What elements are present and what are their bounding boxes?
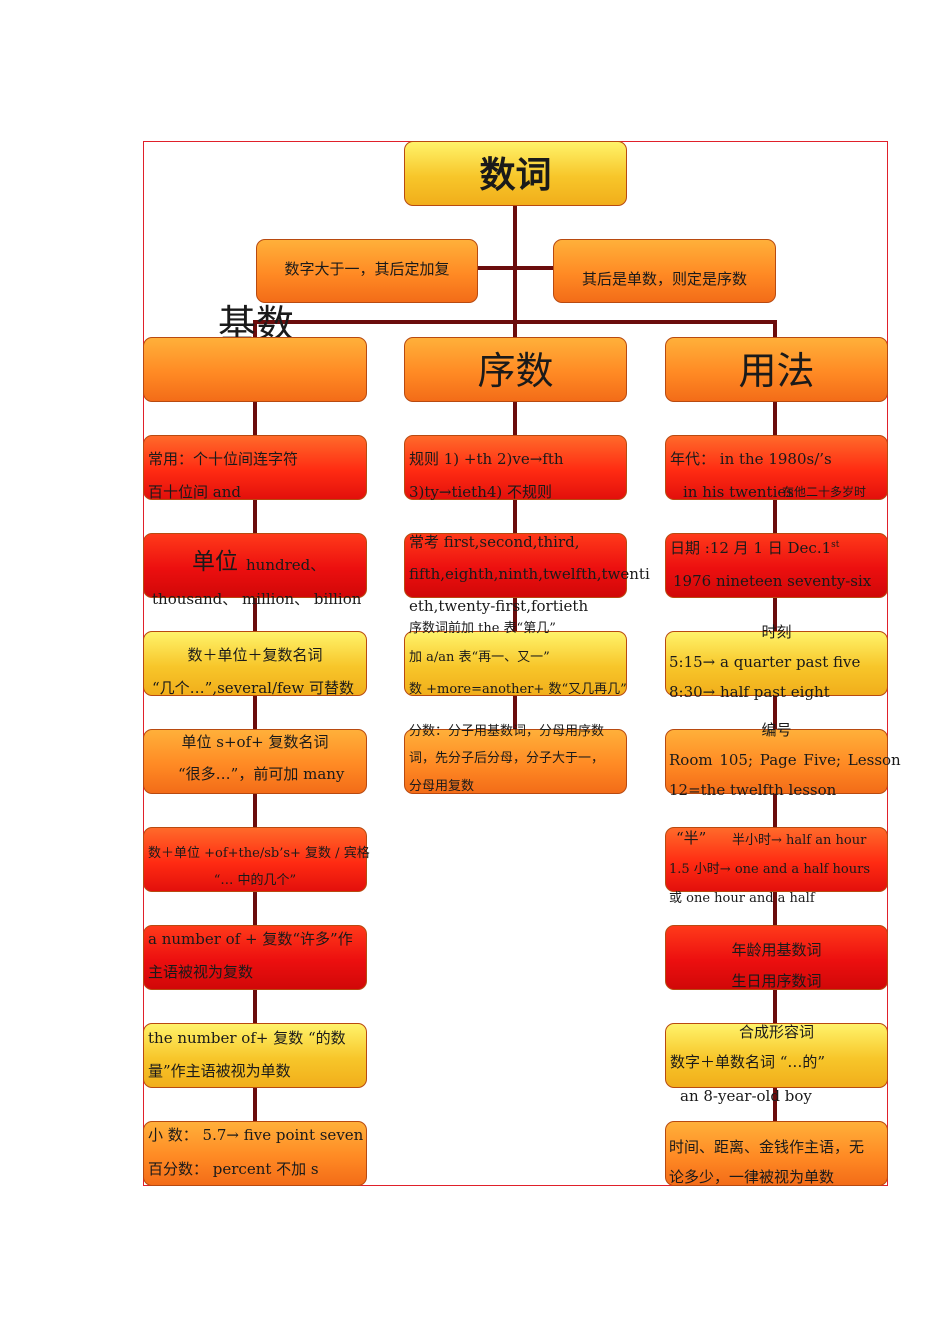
col2-header: 序数 xyxy=(477,349,554,393)
note-left: 数字大于一，其后定加复 xyxy=(284,260,450,278)
connector xyxy=(478,266,554,270)
col1-item-5: 数＋单位 +of+the/sb’s+ 复数 / 宾格 “… 中的几个” xyxy=(143,827,370,892)
col3-header-box: 用法 xyxy=(665,337,888,402)
connector xyxy=(253,320,257,338)
col2-item-4: 分数：分子用基数词，分母用序数 词，先分子后分母，分子大于一， 分母用复数 xyxy=(404,725,627,794)
col1-header: 基数 xyxy=(218,302,295,346)
note-right: 其后是单数，则定是序数 xyxy=(581,270,747,288)
col1-item-1: 常用：个十位间连字符 百十位间 and xyxy=(143,435,367,500)
col1-header-box xyxy=(143,337,367,402)
col3-item-7: 合成形容词 数字＋单数名词 “…的” an 8-year-old boy xyxy=(665,1023,888,1104)
col3-item-3: 时刻 5:15→ a quarter past five 8:30→ half … xyxy=(665,625,888,700)
col3-item-6: 年龄用基数词 生日用序数词 xyxy=(665,925,888,990)
col3-item-8: 时间、距离、金钱作主语，无 论多少，一律被视为单数 xyxy=(665,1121,888,1186)
col2-item-1: 规则 1) +th 2)ve→fth 3)ty→tieth4) 不规则 xyxy=(404,435,627,500)
col1-item-3: 数＋单位＋复数名词 “几个…”,several/few 可替数 xyxy=(143,631,367,696)
col3-item-1: 年代： in the 1980s/’s in his twenties 在他二十… xyxy=(665,435,888,500)
col1-item-6: a number of + 复数“许多”作 主语被视为复数 xyxy=(143,925,367,990)
col1-item-4: 单位 s+of+ 复数名词 “很多…”，前可加 many xyxy=(143,729,367,794)
col1-item-7: the number of+ 复数 “的数 量”作主语被视为单数 xyxy=(143,1023,367,1088)
col2-header-box: 序数 xyxy=(404,337,627,402)
connector xyxy=(513,205,517,337)
note-right-box: 其后是单数，则定是序数 xyxy=(553,239,776,303)
col1-item-2: 单位 hundred、 thousand、 million、 billion xyxy=(143,533,367,607)
connector xyxy=(773,320,777,338)
col3-item-5: “半” 半小时→ half an hour 1.5 小时→ one and a … xyxy=(665,827,888,905)
col1-item-8: 小 数： 5.7→ five point seven 百分数： percent … xyxy=(143,1121,367,1186)
connector xyxy=(253,320,777,324)
col2-item-2: 常考 first,second,third, fifth,eighth,nint… xyxy=(404,533,650,614)
note-left-box: 数字大于一，其后定加复 xyxy=(256,239,478,303)
col2-item-3: 序数词前加 the 表“第几” 加 a/an 表“再一、又一” 数 +more=… xyxy=(404,622,627,696)
col3-item-4: 编号 Room 105; Page Five; Lesson 12=the tw… xyxy=(665,723,901,798)
col3-header: 用法 xyxy=(738,349,815,393)
page-title: 数词 xyxy=(479,154,552,196)
col3-item-2: 日期 :12 月 1 日 Dec.1st 1976 nineteen seven… xyxy=(665,533,888,598)
title-box: 数词 xyxy=(404,141,627,206)
